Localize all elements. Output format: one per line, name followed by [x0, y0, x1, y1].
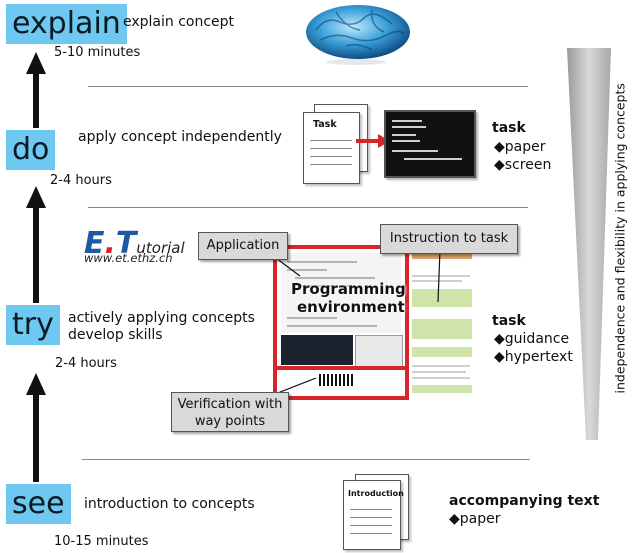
logo-t: T — [115, 226, 137, 261]
code-line — [287, 261, 357, 263]
introduction-paper-label: Introduction — [348, 489, 404, 498]
code-line — [295, 277, 375, 279]
brain-icon — [306, 5, 410, 65]
code-area — [281, 253, 401, 333]
code-line — [392, 140, 420, 142]
text-line — [412, 365, 470, 367]
instruction-header — [412, 253, 472, 259]
code-line — [392, 126, 426, 128]
code-line — [287, 317, 337, 319]
stage-explain-time: 5-10 minutes — [54, 45, 141, 60]
stage-try-time: 2-4 hours — [55, 356, 117, 371]
logo-rest: utorial — [136, 239, 185, 257]
separator — [82, 459, 530, 460]
code-line — [392, 134, 416, 136]
see-task-item: ◆paper — [449, 511, 501, 527]
arrow-shaft — [33, 392, 39, 482]
text-line — [310, 140, 352, 141]
stage-do: do — [6, 130, 56, 170]
logo-dot: . — [104, 226, 116, 261]
see-task-title: accompanying text — [449, 493, 600, 509]
console-panel — [281, 335, 353, 365]
stage-see-time: 10-15 minutes — [54, 534, 149, 549]
code-line — [392, 120, 422, 122]
independence-wedge — [567, 48, 611, 440]
text-line — [310, 156, 352, 157]
etutorial-logo: E.Tutorial — [84, 226, 185, 261]
do-task-item: ◆paper — [494, 139, 546, 155]
output-panel — [355, 335, 403, 367]
instruction-pane — [405, 249, 477, 400]
stage-do-time: 2-4 hours — [50, 173, 112, 188]
try-task-item: ◆hypertext — [494, 349, 573, 365]
code-line — [392, 150, 438, 152]
arrow-shaft — [33, 205, 39, 303]
introduction-paper: Introduction — [343, 480, 404, 550]
stage-do-description: apply concept independently — [78, 129, 282, 145]
highlight-box — [412, 289, 472, 307]
stage-see: see — [6, 484, 71, 524]
code-line — [287, 325, 377, 327]
highlight-box — [412, 347, 472, 357]
callout-verification-line1: Verification with — [177, 397, 283, 412]
do-task-item: ◆screen — [494, 157, 552, 173]
code-line — [287, 269, 327, 271]
code-line — [295, 285, 355, 287]
callout-verification: Verification with way points — [171, 392, 289, 432]
screen-thumbnail — [384, 110, 476, 178]
stage-try-description-2: develop skills — [68, 327, 163, 343]
waypoint-bar — [319, 374, 353, 386]
arrow-head — [26, 52, 46, 74]
overlay-title-2: environment — [297, 298, 405, 316]
text-line — [310, 148, 352, 149]
arrow-shaft — [33, 70, 39, 128]
try-task-title: task — [492, 313, 526, 329]
separator — [88, 86, 528, 87]
separator — [88, 207, 528, 208]
text-line — [412, 371, 466, 373]
callout-application: Application — [198, 232, 288, 260]
do-task-title: task — [492, 120, 526, 136]
stage-try-description-1: actively applying concepts — [68, 310, 255, 326]
overlay-title-1: Programming — [291, 280, 406, 298]
try-task-item: ◆guidance — [494, 331, 570, 347]
text-line — [412, 275, 470, 277]
text-line — [412, 377, 470, 379]
text-line — [350, 509, 392, 510]
callout-instruction: Instruction to task — [380, 224, 518, 254]
logo-e: E — [84, 226, 105, 261]
stage-explain-description: explain concept — [123, 14, 235, 30]
code-line — [404, 158, 462, 160]
stage-explain: explain — [6, 4, 127, 44]
text-line — [350, 517, 392, 518]
text-line — [350, 525, 392, 526]
stage-see-description: introduction to concepts — [84, 496, 255, 512]
highlight-box — [412, 385, 472, 393]
arrow-head — [26, 186, 46, 208]
text-line — [350, 533, 392, 534]
task-paper: Task — [303, 112, 360, 184]
arrow-head — [26, 373, 46, 395]
text-line — [310, 164, 352, 165]
stage-try: try — [6, 305, 60, 345]
text-line — [412, 280, 462, 282]
verification-strip — [277, 366, 405, 404]
callout-verification-line2: way points — [194, 414, 266, 429]
highlight-box — [412, 319, 472, 339]
task-paper-label: Task — [313, 119, 337, 130]
etutorial-url: www.et.ethz.ch — [84, 251, 173, 265]
